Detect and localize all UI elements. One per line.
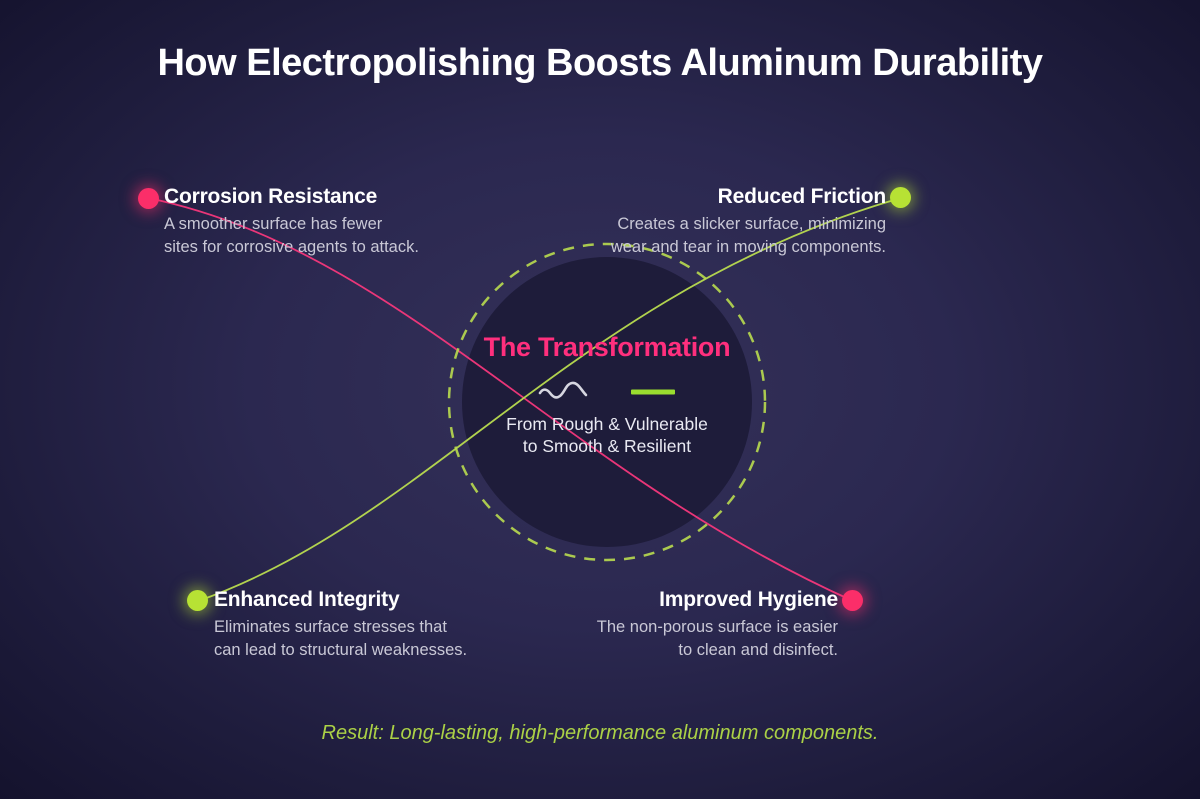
callout-description: A smoother surface has fewer sites for c… xyxy=(164,215,419,256)
callout-improved-hygiene: Improved Hygiene The non-porous surface … xyxy=(498,588,838,662)
center-content: The Transformation From Rough & Vulnerab… xyxy=(452,332,762,457)
callout-title: Reduced Friction xyxy=(717,185,887,208)
callout-title: Corrosion Resistance xyxy=(164,185,378,208)
enhanced-integrity-dot xyxy=(187,590,208,611)
connector-pink-curve xyxy=(147,197,854,602)
dashed-circle xyxy=(447,242,767,562)
center-subtitle-line1: From Rough & Vulnerable xyxy=(506,414,708,434)
callout-title: Improved Hygiene xyxy=(659,588,838,611)
page-title: How Electropolishing Boosts Aluminum Dur… xyxy=(157,42,1043,84)
callout-corrosion-resistance: Corrosion Resistance A smoother surface … xyxy=(164,185,504,259)
center-title: The Transformation xyxy=(483,332,731,362)
result-text: Result: Long-lasting, high-performance a… xyxy=(321,722,879,744)
corrosion-resistance-dot xyxy=(138,188,159,209)
wavy-line-icon xyxy=(538,381,588,399)
callout-reduced-friction: Reduced Friction Creates a slicker surfa… xyxy=(546,185,886,259)
straight-line-icon xyxy=(631,389,675,395)
improved-hygiene-dot xyxy=(842,590,863,611)
connector-green-curve xyxy=(197,197,902,602)
center-subtitle-line2: to Smooth & Resilient xyxy=(522,436,692,456)
callout-description: Eliminates surface stresses that can lea… xyxy=(214,618,468,659)
reduced-friction-dot xyxy=(890,187,911,208)
callout-description: The non-porous surface is easier to clea… xyxy=(596,618,838,659)
transformation-circle xyxy=(462,257,752,547)
center-subtitle: From Rough & Vulnerable to Smooth & Resi… xyxy=(452,413,762,457)
surface-icons-row xyxy=(452,377,762,407)
callout-description: Creates a slicker surface, minimizing we… xyxy=(610,215,886,256)
callout-enhanced-integrity: Enhanced Integrity Eliminates surface st… xyxy=(214,588,554,662)
callout-title: Enhanced Integrity xyxy=(214,588,400,611)
